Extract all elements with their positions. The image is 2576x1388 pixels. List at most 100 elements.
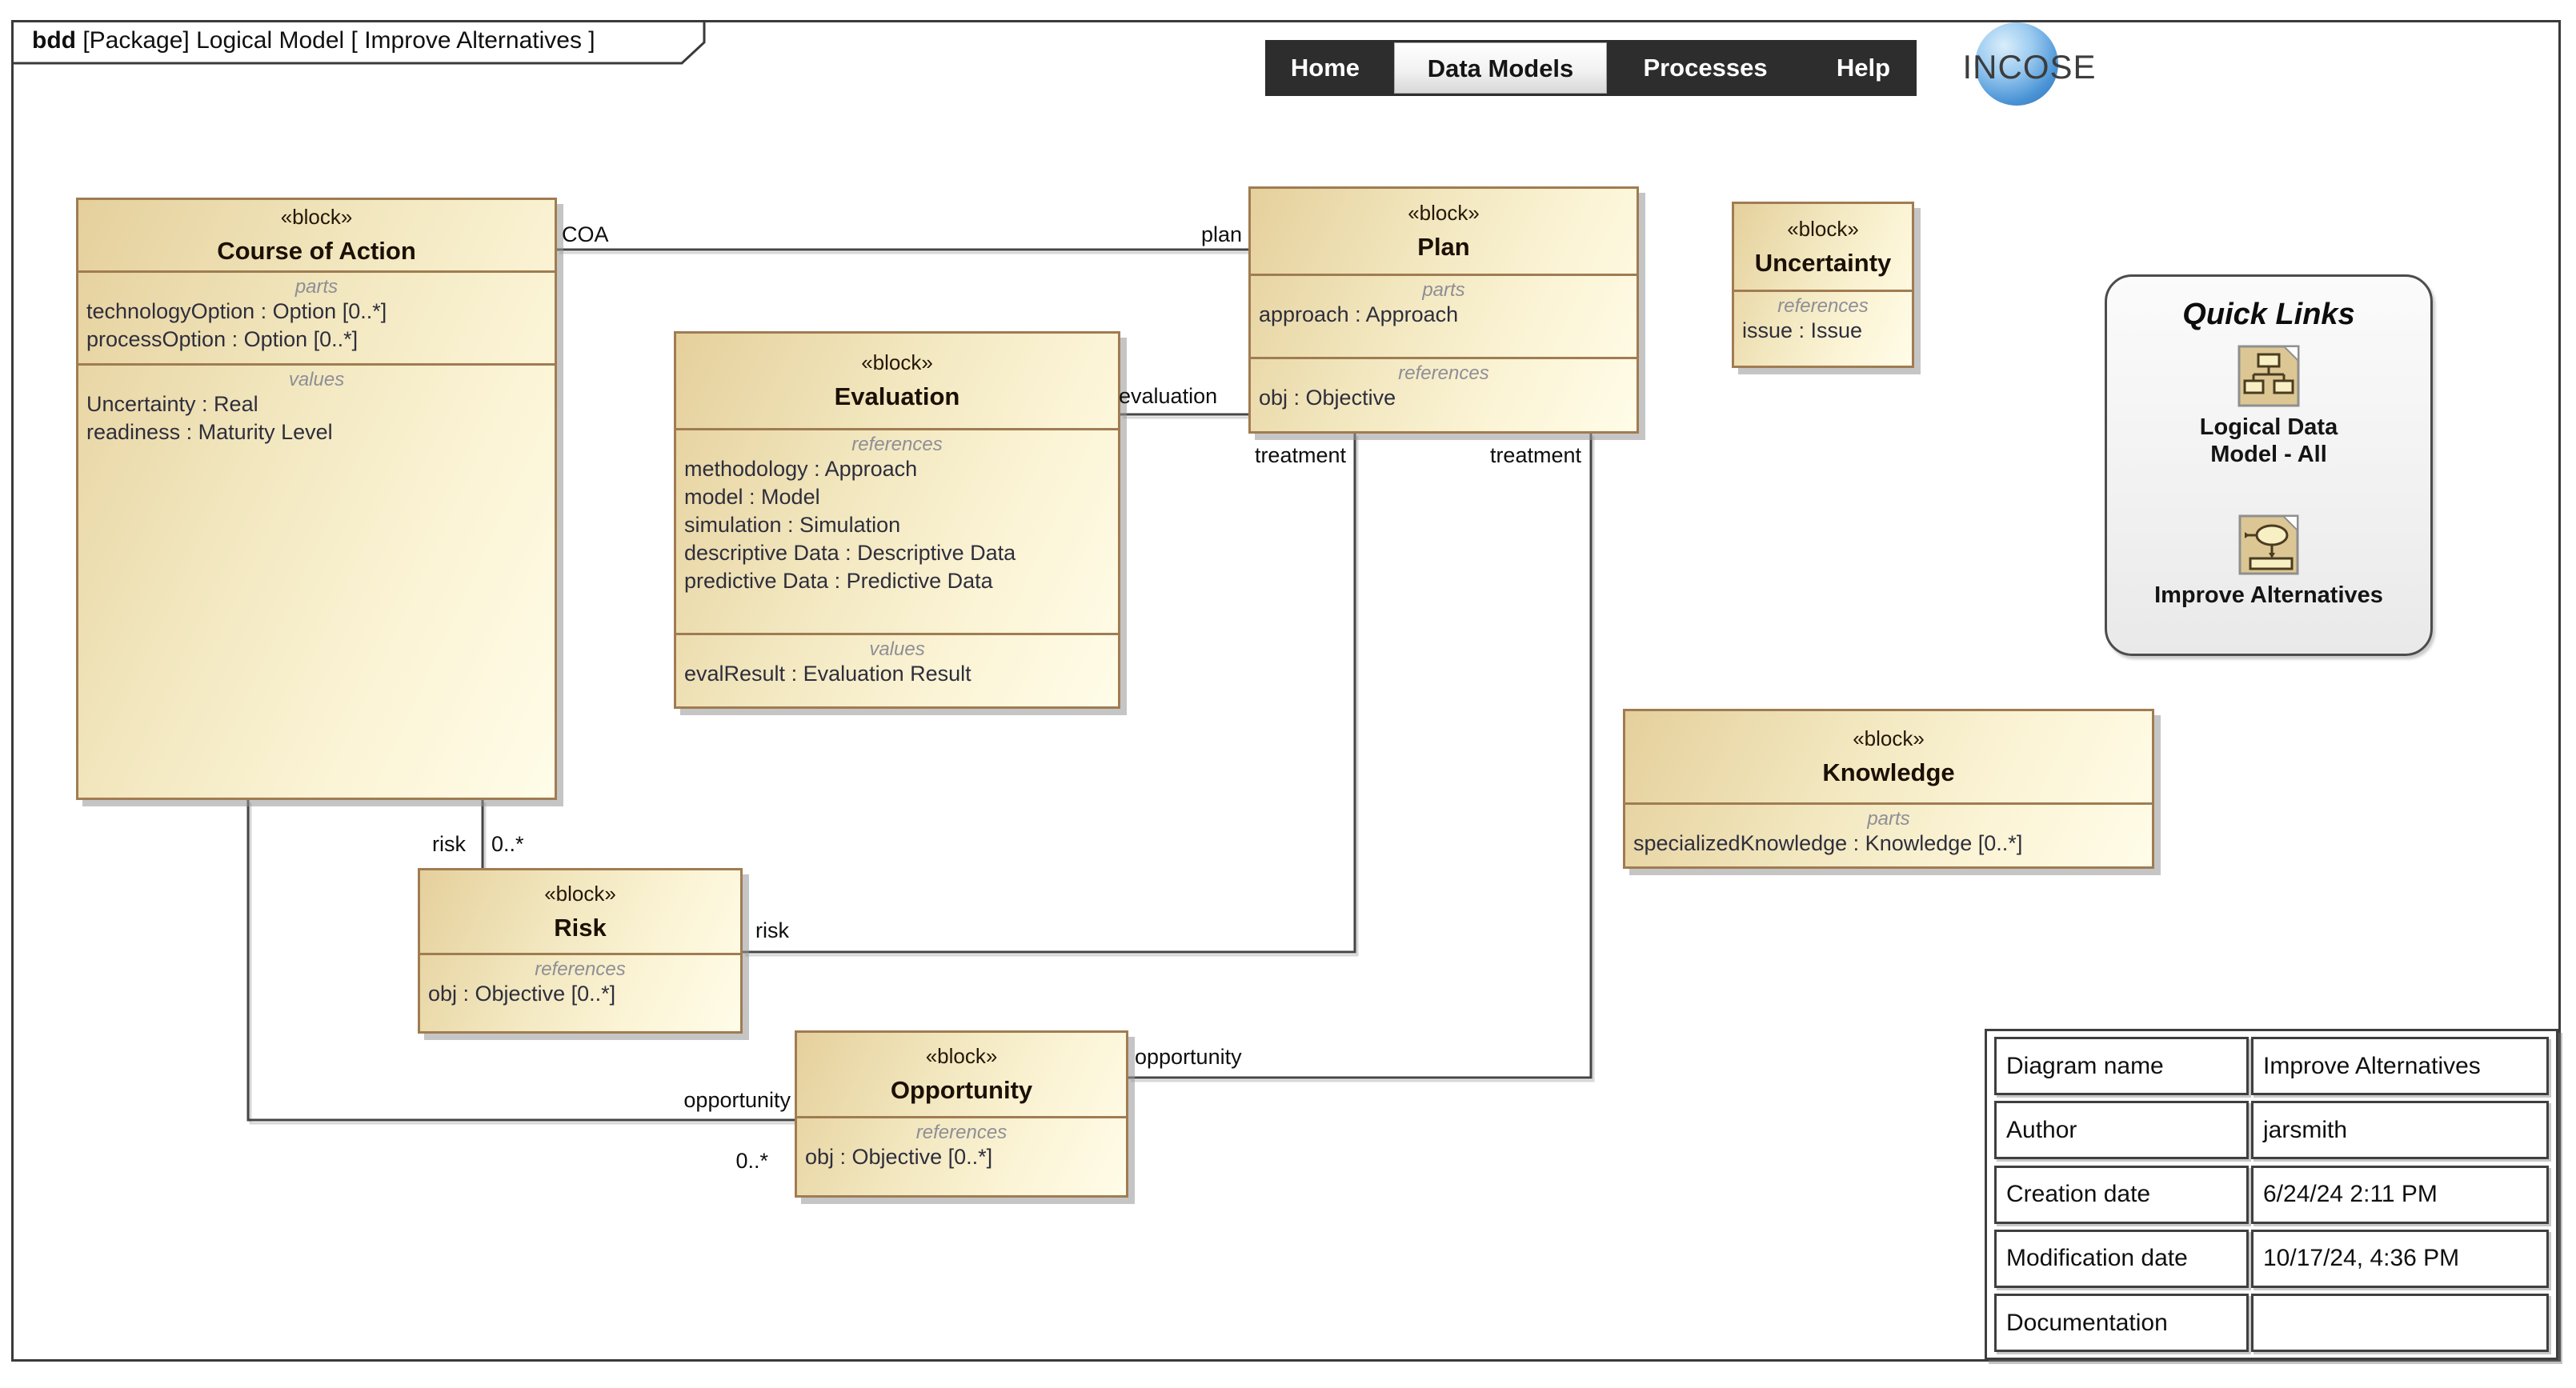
role-label-opportunity-target: opportunity	[1135, 1045, 1242, 1069]
table-row: Documentation	[1994, 1294, 2549, 1352]
block-plan[interactable]: «block» Plan parts approach : Approach r…	[1248, 186, 1639, 434]
stereotype: «block»	[280, 205, 353, 229]
compartment-label: parts	[1867, 808, 1910, 830]
quick-link-improve-alternatives[interactable]: Improve Alternatives	[2154, 582, 2383, 608]
quick-links-title: Quick Links	[2182, 298, 2355, 331]
compartment-label: references	[1398, 362, 1489, 384]
incose-globe-icon	[1975, 22, 2058, 106]
reference-attribute: methodology : Approach	[684, 457, 918, 481]
parts-compartment: parts technologyOption : Option [0..*] p…	[78, 270, 555, 363]
block-name: Course of Action	[217, 237, 416, 265]
table-value-documentation	[2251, 1294, 2549, 1352]
reference-attribute: simulation : Simulation	[684, 513, 901, 537]
quick-link-logical-data-model[interactable]: Logical Data Model - All	[2199, 414, 2338, 467]
nav-data-models[interactable]: Data Models	[1394, 42, 1607, 94]
compartment-label: parts	[294, 276, 339, 298]
block-name: Plan	[1417, 233, 1470, 261]
block-name: Risk	[554, 913, 607, 942]
nav-home[interactable]: Home	[1290, 54, 1360, 82]
value-attribute: Uncertainty : Real	[86, 392, 258, 416]
diagram-info-table: Diagram name Improve Alternatives Author…	[1985, 1029, 2558, 1360]
compartment-label: references	[851, 434, 943, 455]
table-key-creation-date: Creation date	[1994, 1165, 2249, 1224]
block-opportunity[interactable]: «block» Opportunity references obj : Obj…	[795, 1030, 1128, 1198]
block-name-compartment: «block» Plan	[1251, 189, 1637, 274]
values-compartment: values evalResult : Evaluation Result	[676, 633, 1118, 706]
table-value-diagram-name: Improve Alternatives	[2251, 1037, 2549, 1095]
diagram-kind-title: bdd [Package] Logical Model [ Improve Al…	[32, 27, 696, 54]
table-key-diagram-name: Diagram name	[1994, 1037, 2249, 1095]
table-key-author: Author	[1994, 1101, 2249, 1160]
stereotype: «block»	[925, 1044, 998, 1068]
connector-opportunity-plan	[1128, 433, 1592, 1079]
references-compartment: references issue : Issue	[1734, 290, 1912, 366]
top-navbar: Home Data Models Processes Help	[1265, 40, 1917, 96]
stereotype: «block»	[1853, 726, 1925, 750]
connector-coa-opportunity	[246, 799, 795, 1122]
part-attribute: approach : Approach	[1259, 302, 1459, 326]
reference-attribute: obj : Objective [0..*]	[428, 982, 616, 1006]
table-value-creation-date: 6/24/24 2:11 PM	[2251, 1165, 2549, 1224]
reference-attribute: obj : Objective [0..*]	[805, 1145, 993, 1169]
part-attribute: technologyOption : Option [0..*]	[86, 299, 387, 323]
values-compartment: values Uncertainty : Real readiness : Ma…	[78, 363, 555, 798]
role-label-risk-target: risk	[755, 918, 789, 942]
block-name: Uncertainty	[1754, 248, 1892, 277]
parts-compartment: parts approach : Approach	[1251, 274, 1637, 357]
references-compartment: references methodology : Approach model …	[676, 428, 1118, 633]
role-label-treatment-opportunity: treatment	[1489, 443, 1581, 467]
compartment-label: references	[1777, 295, 1869, 317]
value-attribute: evalResult : Evaluation Result	[684, 662, 972, 686]
block-risk[interactable]: «block» Risk references obj : Objective …	[418, 868, 743, 1034]
block-name-compartment: «block» Uncertainty	[1734, 204, 1912, 290]
reference-attribute: model : Model	[684, 485, 820, 509]
incose-logo[interactable]: INCOSE	[1962, 48, 2097, 86]
block-name-compartment: «block» Knowledge	[1625, 711, 2152, 802]
frame-tab	[11, 20, 706, 65]
part-attribute: specializedKnowledge : Knowledge [0..*]	[1633, 831, 2023, 855]
table-row: Author jarsmith	[1994, 1101, 2549, 1160]
role-label-opportunity-source: opportunity	[683, 1088, 791, 1112]
compartment-label: values	[288, 369, 345, 390]
parts-compartment: parts specializedKnowledge : Knowledge […	[1625, 802, 2152, 866]
nav-processes[interactable]: Processes	[1643, 54, 1768, 82]
role-label-plan: plan	[1200, 222, 1242, 246]
block-knowledge[interactable]: «block» Knowledge parts specializedKnowl…	[1623, 709, 2154, 869]
nav-help[interactable]: Help	[1836, 54, 1891, 82]
role-label-coa: COA	[562, 222, 609, 246]
compartment-label: values	[869, 638, 925, 660]
activity-diagram-icon[interactable]	[2238, 514, 2299, 575]
reference-attribute: predictive Data : Predictive Data	[684, 569, 993, 593]
role-label-treatment-risk: treatment	[1254, 443, 1346, 467]
block-uncertainty[interactable]: «block» Uncertainty references issue : I…	[1732, 202, 1914, 368]
table-key-modification-date: Modification date	[1994, 1229, 2249, 1288]
connector-risk-plan	[743, 433, 1356, 954]
table-key-documentation: Documentation	[1994, 1294, 2249, 1352]
block-name-compartment: «block» Course of Action	[78, 200, 555, 270]
block-name-compartment: «block» Opportunity	[797, 1033, 1126, 1116]
table-row: Diagram name Improve Alternatives	[1994, 1037, 2549, 1095]
table-row: Creation date 6/24/24 2:11 PM	[1994, 1165, 2549, 1224]
stereotype: «block»	[544, 881, 616, 906]
compartment-label: parts	[1422, 279, 1465, 301]
references-compartment: references obj : Objective [0..*]	[420, 953, 740, 1031]
part-attribute: processOption : Option [0..*]	[86, 327, 359, 351]
compartment-label: references	[915, 1122, 1008, 1143]
diagram-kind: bdd	[32, 27, 76, 54]
block-name: Evaluation	[834, 382, 960, 410]
diagram-frame	[11, 20, 2561, 1362]
block-name-compartment: «block» Risk	[420, 870, 740, 953]
table-value-modification-date: 10/17/24, 4:36 PM	[2251, 1229, 2549, 1288]
hierarchy-diagram-icon[interactable]	[2237, 345, 2300, 407]
compartment-label: references	[535, 958, 626, 980]
block-course-of-action[interactable]: «block» Course of Action parts technolog…	[76, 198, 557, 800]
multiplicity-risk: 0..*	[491, 832, 524, 856]
table-value-author: jarsmith	[2251, 1101, 2549, 1160]
role-label-risk-source: risk	[432, 832, 466, 856]
references-compartment: references obj : Objective [0..*]	[797, 1116, 1126, 1195]
table-row: Modification date 10/17/24, 4:36 PM	[1994, 1229, 2549, 1288]
block-evaluation[interactable]: «block» Evaluation references methodolog…	[674, 331, 1120, 709]
block-name: Knowledge	[1822, 758, 1955, 786]
